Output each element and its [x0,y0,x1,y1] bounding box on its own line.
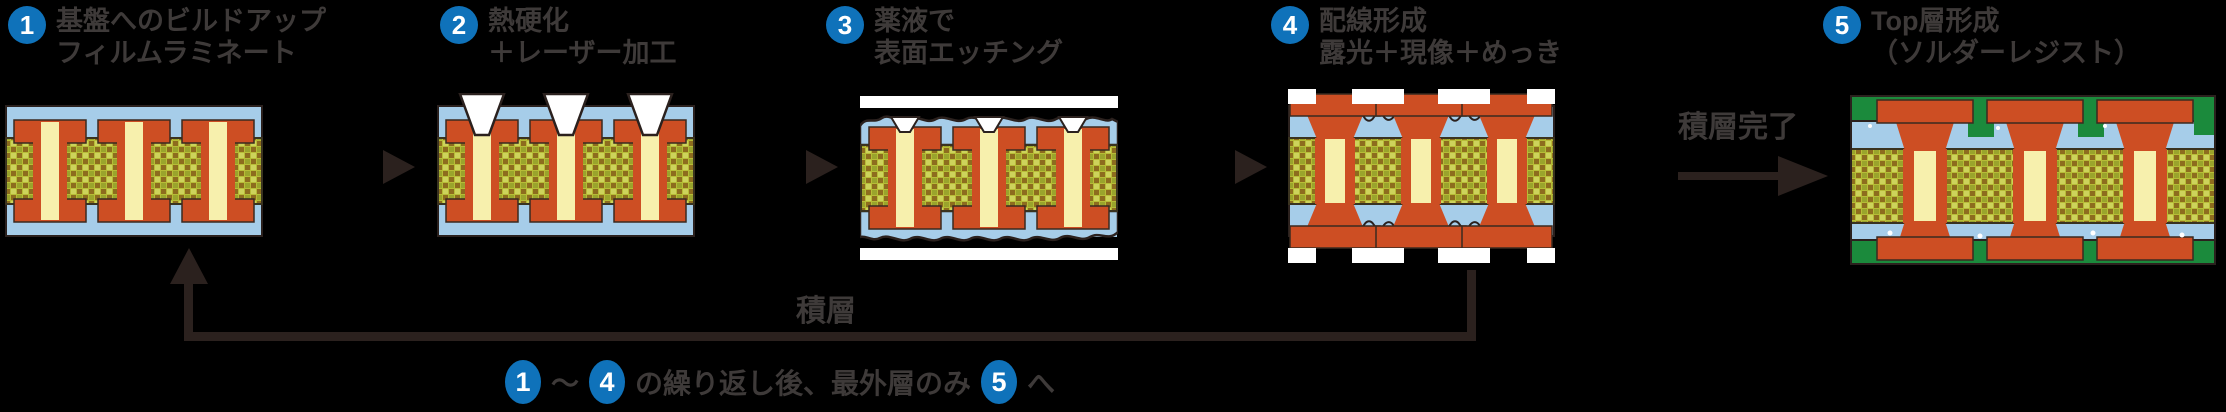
step-4-number-badge: 4 [1271,6,1309,44]
step-5-header: 5 Top層形成 （ソルダーレジスト） [1823,6,2141,70]
repeat-caption: 1 ～ 4 の繰り返し後、最外層のみ 5 へ [505,358,1055,406]
caption-step-1-badge: 1 [505,360,541,404]
caption-step-4-badge: 4 [589,360,626,404]
process-arrow-icon-3 [1235,150,1267,189]
step-2-number-badge: 2 [440,6,478,44]
stack-complete-arrow-icon [1678,154,1830,203]
step1-board-cross-section [5,105,263,237]
step2-board-cross-section [437,93,695,237]
return-path-left-leg [184,280,193,336]
step4-board-cross-section [1288,89,1555,263]
return-arrow-icon [170,248,208,284]
step-1-number-badge: 1 [8,6,46,44]
caption-middle-text: の繰り返し後、最外層のみ [635,368,972,399]
step-3-number-badge: 3 [826,6,864,44]
step5-board-cross-section [1850,95,2216,265]
step-2-label: 熱硬化 ＋レーザー加工 [488,6,677,68]
step-1-label: 基盤へのビルドアップ フィルムラミネート [56,6,326,68]
process-arrow-icon-2 [806,150,838,189]
caption-tilde: ～ [551,368,580,399]
step-5-label: Top層形成 （ソルダーレジスト） [1871,6,2141,68]
step-3-label: 薬液で 表面エッチング [874,6,1063,68]
stack-label: 積層 [796,295,856,328]
caption-step-5-badge: 5 [981,360,1018,404]
return-path-right-leg [1467,270,1476,341]
stack-complete-label: 積層完了 [1678,111,1798,144]
step3-board-cross-section [860,96,1118,260]
step-4-label: 配線形成 露光＋現像＋めっき [1319,6,1562,68]
step-5-number-badge: 5 [1823,6,1861,44]
step-2-header: 2 熱硬化 ＋レーザー加工 [440,6,676,70]
step-4-header: 4 配線形成 露光＋現像＋めっき [1271,6,1562,70]
caption-suffix: へ [1027,368,1056,399]
step-1-header: 1 基盤へのビルドアップ フィルムラミネート [8,6,326,70]
step-3-header: 3 薬液で 表面エッチング [826,6,1063,70]
return-path-bottom-line [184,332,1476,341]
process-arrow-icon-1 [383,150,415,189]
